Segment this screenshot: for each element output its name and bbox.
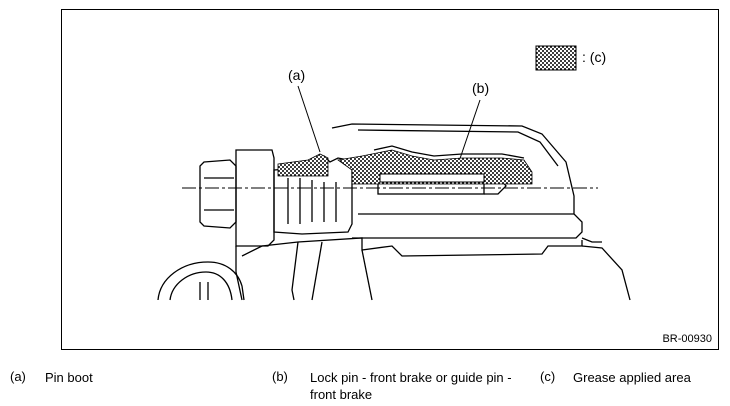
- legend-key-a: (a): [10, 369, 26, 384]
- grease-key-label: : (c): [582, 49, 606, 65]
- diagram-frame: : (c) (a) (b): [61, 9, 719, 350]
- legend-key-c: (c): [540, 369, 556, 384]
- legend: (a) Pin boot (b) Lock pin - front brake …: [0, 360, 730, 406]
- grease-area-boot: [277, 153, 329, 177]
- legend-key-b: (b): [272, 369, 288, 384]
- pin-body: [379, 173, 485, 183]
- legend-text-a: Pin boot: [45, 370, 93, 385]
- leader-a: [297, 85, 321, 153]
- callout-b: (b): [472, 80, 489, 96]
- callout-a: (a): [288, 67, 305, 83]
- figure-reference: BR-00930: [662, 333, 712, 345]
- legend-text-b: Lock pin - front brake or guide pin - fr…: [310, 370, 512, 402]
- legend-text-c: Grease applied area: [573, 370, 691, 385]
- grease-swatch: [535, 45, 577, 71]
- brake-pin-diagram: : (c) (a) (b): [157, 45, 631, 301]
